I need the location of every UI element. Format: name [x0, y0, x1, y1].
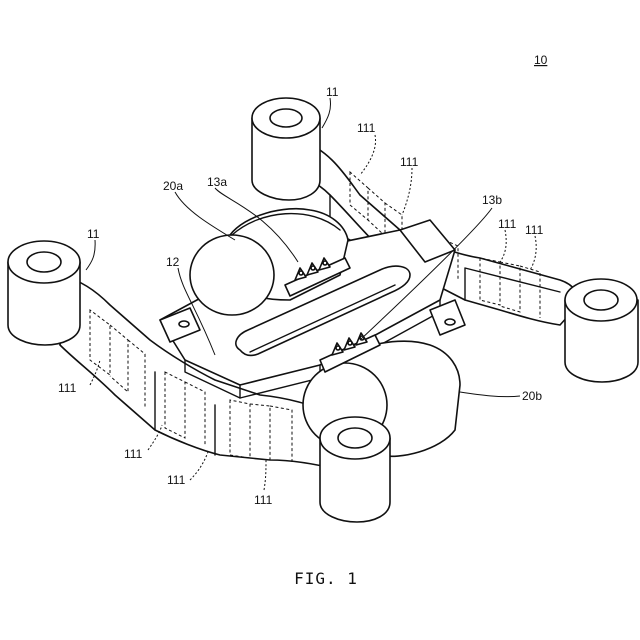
- label-section: 111: [167, 473, 186, 487]
- hub-right: [565, 279, 638, 382]
- label-section: 111: [498, 217, 517, 231]
- label-plate: 12: [166, 255, 180, 269]
- label-section: 111: [124, 447, 143, 461]
- label-section: 111: [525, 223, 544, 237]
- figure-caption: FIG. 1: [294, 569, 358, 588]
- hub-left: [8, 241, 80, 345]
- label-section: 111: [58, 381, 77, 395]
- reference-number: 10: [534, 53, 548, 67]
- label-motor-a: 20a: [163, 179, 183, 193]
- label-bracket-b: 13b: [482, 193, 502, 207]
- label-section: 111: [400, 155, 419, 169]
- label-motor-b: 20b: [522, 389, 542, 403]
- hub-front: [320, 417, 390, 522]
- label-section: 111: [254, 493, 273, 507]
- label-bracket-a: 13a: [207, 175, 227, 189]
- label-section: 111: [357, 121, 376, 135]
- mount-tab-right: [430, 300, 465, 335]
- label-arm-back: 11: [326, 85, 339, 99]
- hub-back: [252, 98, 320, 200]
- label-arm-left: 11: [87, 227, 100, 241]
